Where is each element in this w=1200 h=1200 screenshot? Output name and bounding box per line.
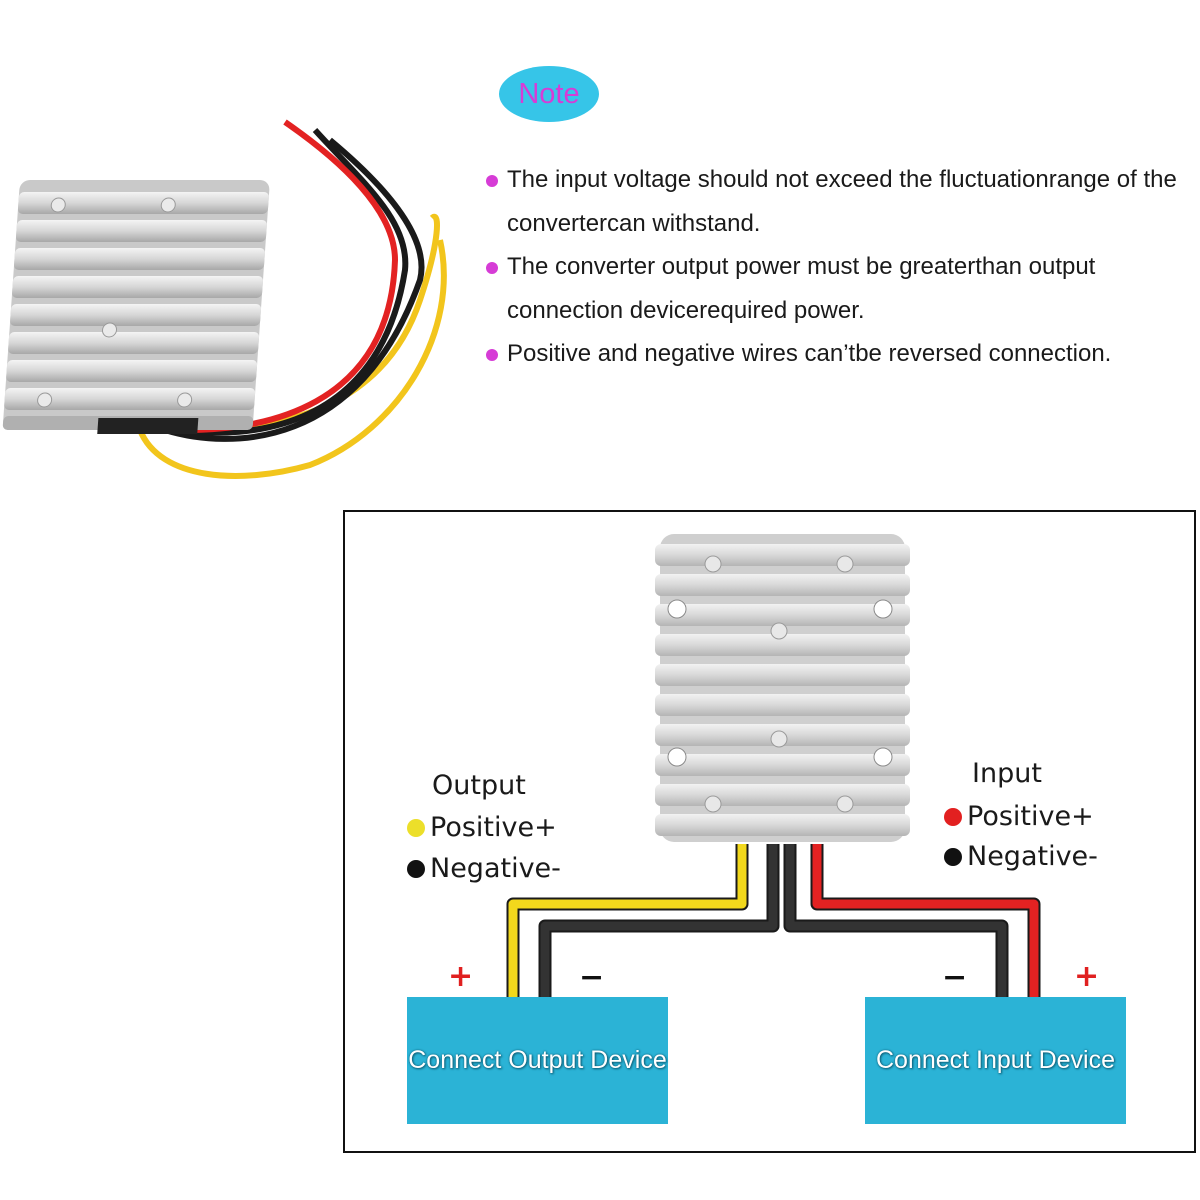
- yellow-dot-icon: [407, 818, 425, 837]
- output-negative-legend: Negative-: [407, 853, 561, 884]
- input-heading: Input: [972, 758, 1042, 789]
- black-dot-icon: [944, 847, 962, 866]
- converter-module: [655, 534, 910, 842]
- bullet-icon: [486, 349, 498, 361]
- note-item: The converter output power must be great…: [484, 245, 1196, 332]
- wiring-diagram: [506, 534, 1041, 999]
- note-list: The input voltage should not exceed the …: [484, 158, 1196, 376]
- note-badge: Note: [499, 66, 599, 122]
- input-minus-sign: −: [942, 960, 968, 995]
- input-plus-sign: +: [1074, 959, 1100, 994]
- note-item: Positive and negative wires can’tbe reve…: [484, 332, 1196, 376]
- wires: [506, 844, 1041, 999]
- bullet-icon: [486, 262, 498, 274]
- bullet-icon: [486, 175, 498, 187]
- input-negative-label: Negative-: [967, 841, 1098, 872]
- note-item-text: The converter output power must be great…: [507, 253, 1096, 324]
- output-positive-label: Positive+: [430, 812, 557, 843]
- red-dot-icon: [944, 807, 962, 826]
- input-negative-legend: Negative-: [944, 841, 1098, 872]
- output-device-label: Connect Output Device: [408, 1046, 667, 1074]
- note-item: The input voltage should not exceed the …: [484, 158, 1196, 245]
- wiring-diagram-frame: Output Positive+ Negative- Input Positiv…: [343, 510, 1196, 1153]
- converter-photo: [2, 119, 447, 479]
- note-item-text: Positive and negative wires can’tbe reve…: [507, 340, 1112, 367]
- output-plus-sign: +: [448, 959, 474, 994]
- input-positive-label: Positive+: [967, 801, 1094, 832]
- input-device-label: Connect Input Device: [875, 1046, 1116, 1074]
- note-title: Note: [518, 77, 580, 110]
- output-positive-legend: Positive+: [407, 812, 557, 843]
- output-heading: Output: [432, 770, 526, 801]
- input-positive-legend: Positive+: [944, 801, 1094, 832]
- output-negative-label: Negative-: [430, 853, 561, 884]
- black-dot-icon: [407, 859, 425, 878]
- note-item-text: The input voltage should not exceed the …: [507, 166, 1177, 237]
- output-device-box: Connect Output Device: [407, 997, 668, 1124]
- input-device-box: Connect Input Device: [865, 997, 1126, 1124]
- output-minus-sign: −: [579, 960, 605, 995]
